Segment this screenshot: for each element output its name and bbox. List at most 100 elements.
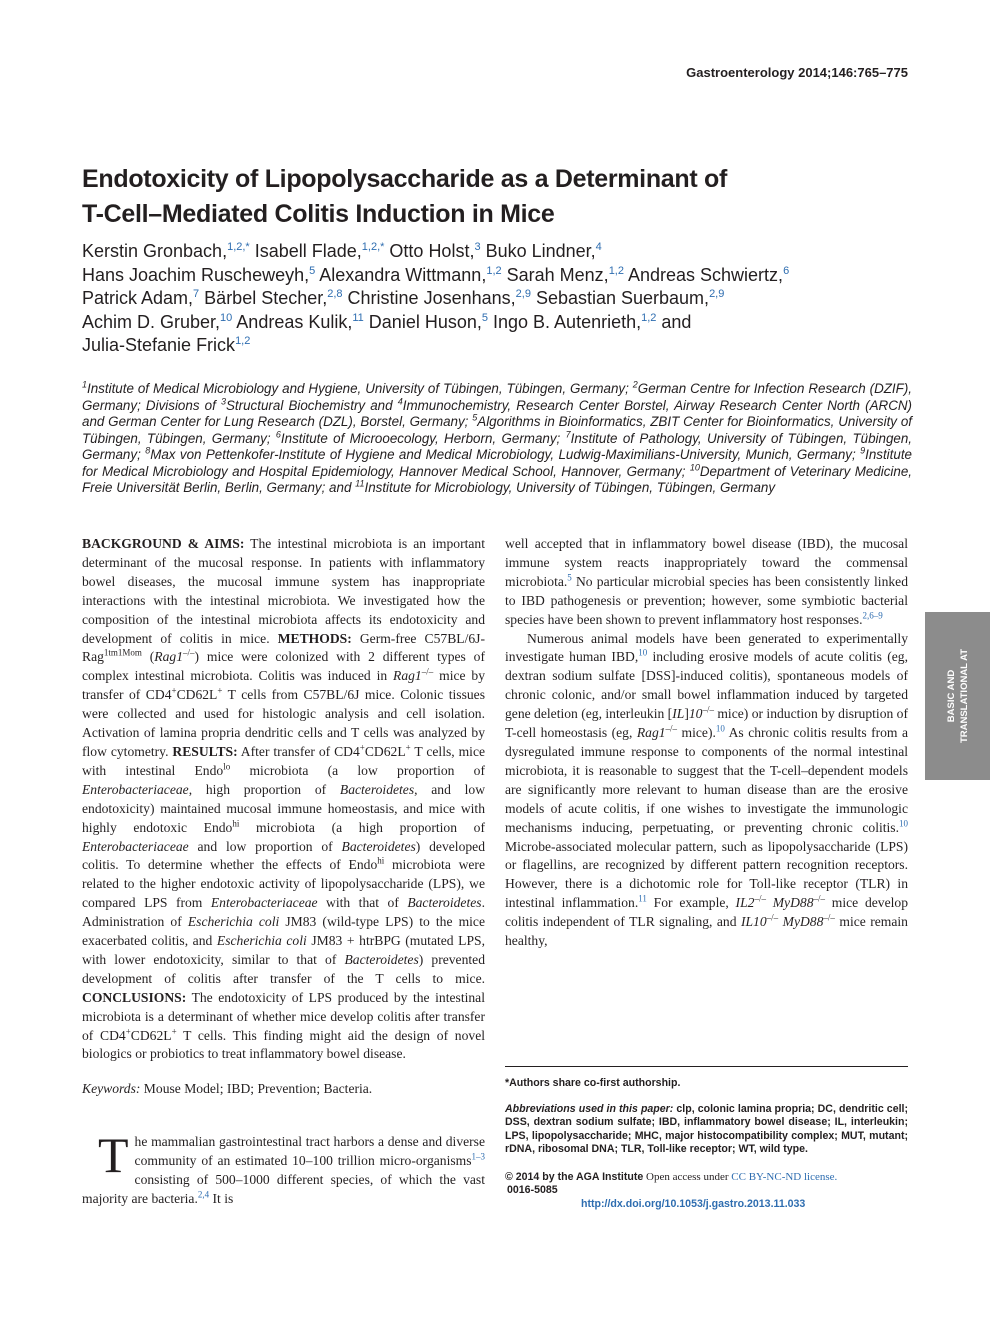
author-affiliation-ref[interactable]: 2,8 xyxy=(327,288,343,300)
author-affiliation-ref[interactable]: 3 xyxy=(474,241,481,253)
taxon-name: Escherichia coli xyxy=(216,933,307,949)
author-affiliation-ref[interactable]: 1,2 xyxy=(235,335,251,347)
affiliation-number: 7 xyxy=(565,429,571,440)
article-title: Endotoxicity of Lipopolysaccharide as a … xyxy=(82,162,802,232)
body-text xyxy=(766,895,773,910)
abstract-text: T cells. This finding might aid the desi… xyxy=(82,1027,485,1062)
doi-link[interactable]: http://dx.doi.org/10.1053/j.gastro.2013.… xyxy=(581,1197,806,1210)
author-affiliation-ref[interactable]: 7 xyxy=(193,288,200,300)
author-name: Alexandra Wittmann, xyxy=(315,264,487,285)
gene-name: Rag1 xyxy=(154,649,183,665)
license-link[interactable]: CC BY-NC-ND license. xyxy=(731,1170,838,1183)
abstract-text: ) mice were colonized with 2 different t… xyxy=(82,649,485,684)
citation-link[interactable]: 5 xyxy=(567,572,572,583)
author-conjunction: and xyxy=(656,311,692,332)
author-name: Patrick Adam, xyxy=(82,288,194,308)
author-affiliation-ref[interactable]: 1,2 xyxy=(608,264,624,277)
body-text: ] xyxy=(684,706,689,722)
affiliation-number: 9 xyxy=(860,445,866,456)
abstract-text: microbiota (a low proportion of xyxy=(230,762,486,778)
taxon-name: Bacteroidetes xyxy=(344,951,419,967)
body-text: mice remain healthy, xyxy=(505,914,908,949)
side-tab-line-1: BASIC AND xyxy=(945,669,957,723)
body-text: mice develop colitis independent of TLR … xyxy=(505,895,908,930)
abstract-text: , and low endotoxicity) maintained mucos… xyxy=(82,781,486,835)
abstract-text: The intestinal microbiota is an importan… xyxy=(82,536,485,646)
superscript: hi xyxy=(377,855,385,866)
abstract-text: JM83 (wild-type LPS) to the mice exacerb… xyxy=(82,914,485,949)
author-affiliation-ref[interactable]: 6 xyxy=(783,264,790,277)
superscript: 1tm1Mom xyxy=(103,647,142,658)
body-text: Microbe-associated molecular pattern, su… xyxy=(505,838,908,911)
abbreviations-footnote: Abbreviations used in this paper: clp, c… xyxy=(505,1103,908,1157)
citation-link[interactable]: 10 xyxy=(638,647,648,658)
affiliation-text: Immunochemistry, Research Center Borstel… xyxy=(82,397,912,430)
author-affiliation-ref[interactable]: 5 xyxy=(481,311,488,324)
author-affiliation-ref[interactable]: 2,9 xyxy=(709,288,725,300)
citation-link[interactable]: 1–3 xyxy=(471,1151,486,1162)
gene-name: IL xyxy=(672,706,685,722)
gene-name: MyD88 xyxy=(782,914,824,930)
author-affiliation-ref[interactable]: 2,9 xyxy=(515,288,531,300)
author-list: Kerstin Gronbach,1,2,* Isabell Flade,1,2… xyxy=(82,240,922,358)
author-affiliation-ref[interactable]: 11 xyxy=(352,311,364,324)
author-affiliation-ref[interactable]: 4 xyxy=(595,241,602,253)
body-text: consisting of 500–1000 different species… xyxy=(82,1172,485,1206)
author-affiliation-ref[interactable]: 1,2,* xyxy=(361,241,385,253)
affiliation-text: Max von Pettenkofer-Institute of Hygiene… xyxy=(150,447,861,462)
open-access-text: Open access under xyxy=(643,1170,732,1183)
citation-link[interactable]: 2,6–9 xyxy=(862,610,883,621)
abstract-text: . Administration of xyxy=(82,895,485,930)
affiliation-text: Structural Biochemistry and xyxy=(226,397,398,413)
superscript: + xyxy=(171,685,177,696)
body-text: well accepted that in inflammatory bowel… xyxy=(505,536,908,589)
author-name: Sebastian Suerbaum, xyxy=(530,288,710,308)
author-affiliation-ref[interactable]: 1,2 xyxy=(486,264,502,277)
superscript: –/– xyxy=(754,893,766,904)
body-text: he mammalian gastrointestinal tract harb… xyxy=(134,1134,485,1169)
author-affiliation-ref[interactable]: 1,2,* xyxy=(227,241,250,253)
abstract-text: After transfer of CD4 xyxy=(237,743,360,759)
author-name: Isabell Flade, xyxy=(249,241,362,261)
taxon-name: Enterobacteriaceae xyxy=(82,781,189,797)
taxon-name: Bacteroidetes xyxy=(407,895,482,911)
author-affiliation-ref[interactable]: 1,2 xyxy=(641,311,657,324)
affiliation-number: 8 xyxy=(145,445,151,456)
author-name: Kerstin Gronbach, xyxy=(82,241,228,261)
taxon-name: Enterobacteriaceae xyxy=(82,838,189,854)
abbreviations-label: Abbreviations used in this paper: xyxy=(505,1102,674,1115)
author-name: Andreas Kulik, xyxy=(232,311,353,332)
abstract-text: microbiota (a high proportion of xyxy=(239,819,485,835)
affiliation-number: 6 xyxy=(275,429,281,440)
citation-link[interactable]: 11 xyxy=(638,893,647,904)
author-affiliation-ref[interactable]: 5 xyxy=(309,264,316,277)
keywords: Keywords: Mouse Model; IBD; Prevention; … xyxy=(82,1080,485,1099)
superscript: + xyxy=(125,1026,131,1037)
author-name: Daniel Huson, xyxy=(363,311,482,332)
taxon-name: Escherichia coli xyxy=(187,914,280,930)
gene-name: MyD88 xyxy=(772,895,814,911)
title-line-1: Endotoxicity of Lipopolysaccharide as a … xyxy=(82,165,728,193)
abstract-text: with that of xyxy=(317,895,408,911)
abstract-text: The endotoxicity of LPS produced by the … xyxy=(82,989,485,1043)
superscript: –/– xyxy=(823,912,835,923)
copyright-text: © 2014 by the AGA Institute xyxy=(505,1170,644,1183)
gene-name: IL10 xyxy=(740,914,767,930)
author-name: Andreas Schwiertz, xyxy=(623,264,784,285)
abstract-text: ) prevented development of colitis after… xyxy=(82,951,485,986)
taxon-name: Enterobacteriaceae xyxy=(210,895,318,911)
affiliation-number: 3 xyxy=(220,396,226,407)
copyright-block: © 2014 by the AGA Institute Open access … xyxy=(505,1171,908,1212)
cofirst-footnote: *Authors share co-first authorship. xyxy=(505,1077,681,1089)
abstract-label-methods: METHODS: xyxy=(277,630,352,646)
abstract-text: microbiota were related to the higher en… xyxy=(82,857,485,911)
citation-link[interactable]: 10 xyxy=(715,723,725,734)
citation-link[interactable]: 2,4 xyxy=(197,1189,210,1200)
body-text: For example, xyxy=(646,895,736,911)
author-name: Buko Lindner, xyxy=(480,241,596,261)
body-text: mice). xyxy=(677,725,716,741)
superscript: + xyxy=(171,1026,177,1037)
author-affiliation-ref[interactable]: 10 xyxy=(220,311,233,324)
citation-link[interactable]: 10 xyxy=(899,818,908,829)
